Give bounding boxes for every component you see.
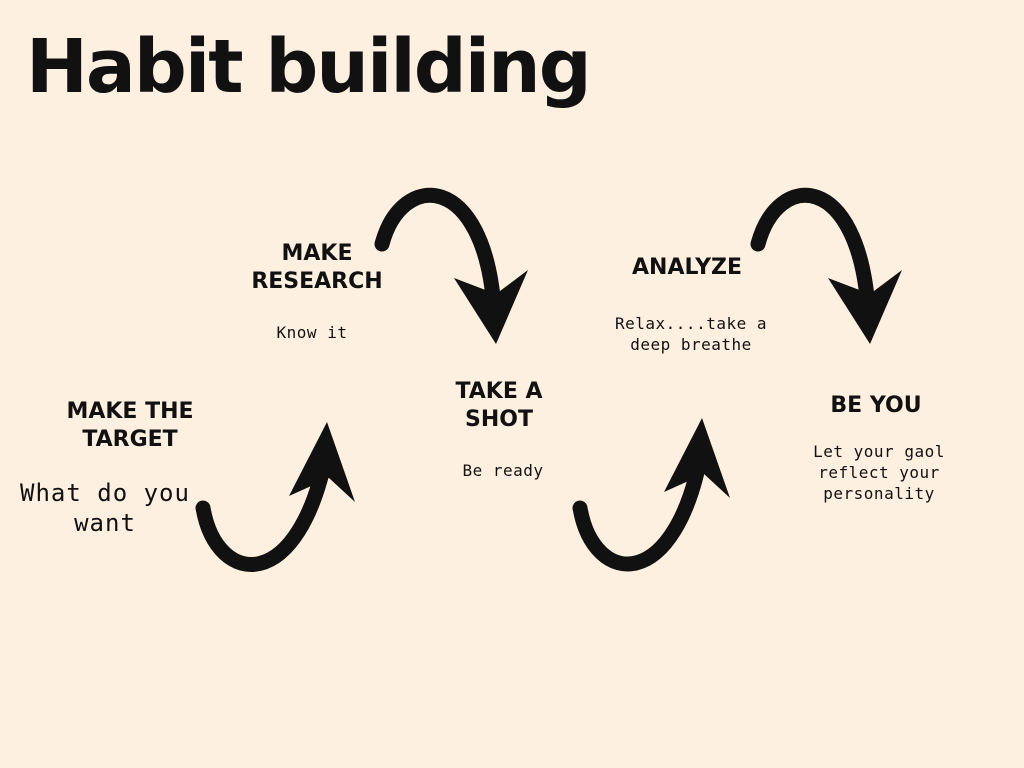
step-note-make-research: Know it — [262, 322, 362, 343]
step-note-line: personality — [823, 484, 935, 503]
step-note-line: deep breathe — [630, 335, 752, 354]
step-title-make-research: MAKE RESEARCH — [246, 240, 388, 296]
step-title-line: RESEARCH — [251, 269, 383, 294]
step-title-line: TAKE A — [455, 379, 543, 404]
curved-arrow-up-icon — [572, 418, 730, 572]
step-note-line: Be ready — [462, 461, 544, 480]
step-note-line: want — [74, 509, 136, 537]
page-title: Habit building — [26, 24, 592, 110]
step-note-line: reflect your — [818, 463, 940, 482]
step-note-line: What do you — [20, 479, 190, 507]
step-title-line: SHOT — [465, 407, 533, 432]
step-note-make-the-target: What do you want — [8, 478, 202, 538]
step-note-analyze: Relax....take a deep breathe — [608, 313, 774, 355]
step-title-take-a-shot: TAKE A SHOT — [440, 378, 558, 434]
step-title-line: ANALYZE — [632, 255, 742, 280]
step-title-be-you: BE YOU — [812, 392, 940, 420]
step-note-be-you: Let your gaol reflect your personality — [800, 441, 958, 504]
step-note-line: Know it — [276, 323, 348, 342]
step-title-line: BE YOU — [830, 393, 922, 418]
step-title-make-the-target: MAKE THE TARGET — [60, 398, 200, 454]
step-title-line: TARGET — [82, 427, 178, 452]
step-title-analyze: ANALYZE — [622, 254, 752, 282]
curved-arrow-down-icon — [750, 187, 902, 344]
step-note-line: Relax....take a — [615, 314, 767, 333]
step-note-take-a-shot: Be ready — [448, 460, 558, 481]
step-title-line: MAKE — [281, 241, 353, 266]
step-title-line: MAKE THE — [66, 399, 194, 424]
curved-arrow-down-icon — [374, 187, 528, 344]
curved-arrow-up-icon — [195, 422, 355, 572]
step-note-line: Let your gaol — [813, 442, 945, 461]
